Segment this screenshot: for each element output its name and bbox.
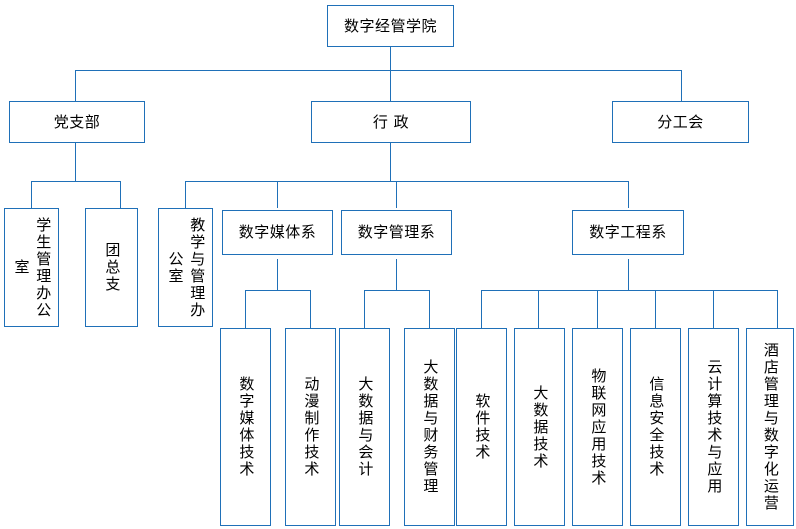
node-major-iot-application-technology[interactable]: 物联网应用技术 [572, 328, 623, 526]
node-major-information-security-technology[interactable]: 信息安全技术 [630, 328, 681, 526]
connector-admin-child-4 [628, 181, 629, 208]
node-major-big-data-and-financial-management[interactable]: 大数据与财务管理 [404, 328, 455, 526]
connector-engineering-bus [481, 290, 777, 291]
connector-to-union [681, 70, 682, 101]
connector-admin-stem [390, 143, 391, 181]
node-major-software-technology[interactable]: 软件技术 [456, 328, 507, 526]
connector-management-stem [396, 259, 397, 290]
node-party-branch[interactable]: 党支部 [9, 101, 145, 143]
connector-to-party [75, 70, 76, 101]
connector-management-major-2 [429, 290, 430, 328]
node-labor-union[interactable]: 分工会 [612, 101, 749, 143]
connector-level2-bus [75, 70, 681, 71]
node-major-big-data-and-accounting[interactable]: 大数据与会计 [339, 328, 390, 526]
connector-engineering-major-5 [713, 290, 714, 328]
node-major-digital-media-technology[interactable]: 数字媒体技术 [220, 328, 271, 526]
connector-party-bus [31, 181, 120, 182]
connector-engineering-major-4 [655, 290, 656, 328]
node-digital-management-department[interactable]: 数字管理系 [341, 210, 452, 255]
connector-admin-child-2 [277, 181, 278, 208]
connector-engineering-major-1 [481, 290, 482, 328]
node-root[interactable]: 数字经管学院 [327, 5, 454, 47]
connector-party-child-2 [120, 181, 121, 208]
node-major-big-data-technology[interactable]: 大数据技术 [514, 328, 565, 526]
node-major-hotel-management-and-digital-operation[interactable]: 酒店管理与数字化运营 [746, 328, 794, 526]
node-student-affairs-office[interactable]: 学生管理办公室 [4, 208, 59, 327]
connector-to-admin [390, 70, 391, 101]
node-major-animation-production-technology[interactable]: 动漫制作技术 [285, 328, 336, 526]
connector-management-major-1 [364, 290, 365, 328]
connector-media-major-2 [310, 290, 311, 328]
connector-party-stem [75, 143, 76, 181]
connector-engineering-major-2 [538, 290, 539, 328]
node-major-cloud-computing-technology-and-application[interactable]: 云计算技术与应用 [688, 328, 739, 526]
connector-engineering-major-3 [597, 290, 598, 328]
connector-root-stem [390, 47, 391, 71]
node-youth-league-branch[interactable]: 团总支 [85, 208, 138, 327]
connector-engineering-major-6 [777, 290, 778, 328]
connector-engineering-stem [628, 259, 629, 290]
connector-media-major-1 [245, 290, 246, 328]
connector-management-bus [364, 290, 429, 291]
connector-media-bus [245, 290, 310, 291]
connector-party-child-1 [31, 181, 32, 208]
connector-admin-child-3 [396, 181, 397, 208]
node-digital-media-department[interactable]: 数字媒体系 [222, 210, 333, 255]
node-teaching-management-office[interactable]: 教学与管理办公室 [158, 208, 213, 327]
connector-media-stem [277, 259, 278, 290]
connector-admin-bus [185, 181, 628, 182]
node-digital-engineering-department[interactable]: 数字工程系 [572, 210, 684, 255]
connector-admin-child-1 [185, 181, 186, 208]
node-administration[interactable]: 行 政 [311, 101, 471, 143]
